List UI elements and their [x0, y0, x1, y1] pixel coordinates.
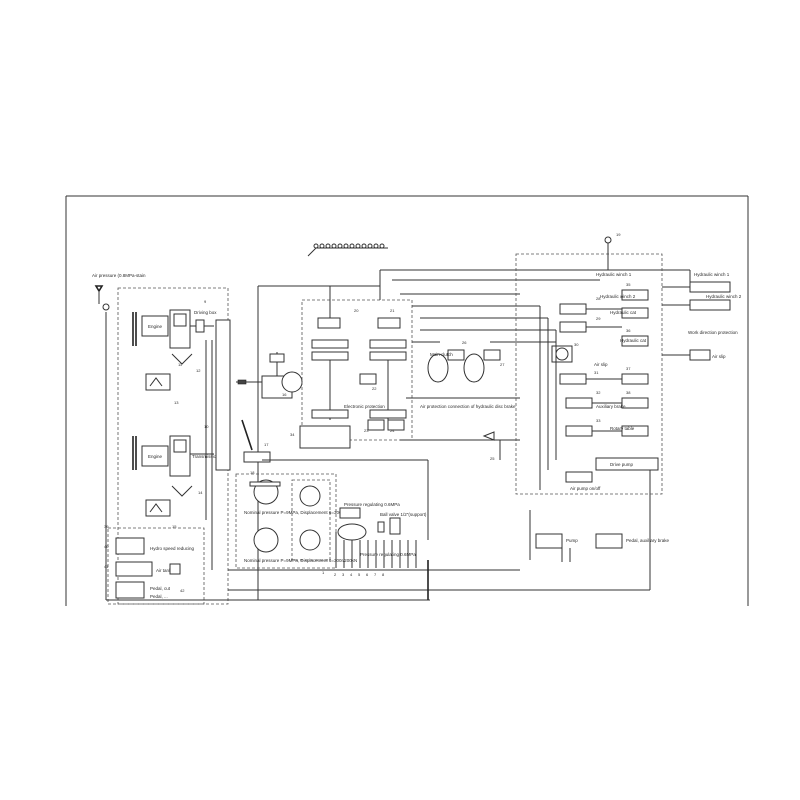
electronic-protection-label: Electronic protection: [344, 404, 385, 409]
tag-13: 13: [174, 400, 179, 405]
air-pump-on-label: Air pump on/off: [570, 486, 601, 491]
tag-32: 32: [596, 390, 601, 395]
hydraulic-winch-1-label: Hydraulic winch 1: [596, 272, 632, 277]
air-source: Air pressure (0.8MPa-stain: [92, 273, 146, 311]
clutch-cylinders: Main clutch 26 27: [427, 340, 505, 383]
tag-42: 42: [180, 588, 185, 593]
engine-cabinet: Engine Driving box 9 11 12 13 Engine Tra…: [117, 287, 231, 605]
tag-14: 14: [198, 490, 203, 495]
tag-30: 30: [574, 342, 579, 347]
tag-5: 5: [358, 572, 361, 577]
pump-station: Nominal pressure P=9MPa, Displacement 6=…: [235, 473, 357, 569]
tag-15: 15: [172, 524, 177, 529]
tag-9: 9: [204, 299, 207, 304]
upper-manifold: [262, 269, 690, 540]
tag-3: 3: [342, 572, 345, 577]
tag-11: 11: [178, 362, 183, 367]
pedal-2-label: Pedal, ...: [150, 594, 168, 599]
gauge-and-pedals: 25 Pump Pedal, auxiliary brake: [482, 431, 670, 562]
pressure-reg-bottom-label: Pressure regulating 0.6MPa: [360, 552, 416, 557]
tag-1: 1: [322, 570, 325, 575]
engine-2-box: [141, 445, 169, 467]
hydraulic-winch-2-label: Hydraulic winch 2: [600, 294, 636, 299]
tag-25: 25: [490, 456, 495, 461]
tag-2: 2: [334, 572, 337, 577]
engine-1-box: [141, 315, 169, 337]
tag-4: 4: [350, 572, 353, 577]
hydro-speed-group: Hydro speed reducing 39 40 Air tank 41 P…: [104, 524, 205, 605]
work-direction-label: Work direction protection: [688, 330, 738, 335]
tag-38: 38: [626, 390, 631, 395]
right-control-panel: 19 28 29 30 31 32 33 35 36 37 38 Hydraul…: [515, 232, 663, 495]
drawing-frame: [65, 195, 749, 606]
pump-1-label: Nominal pressure P=9MPa, Displacement 6=…: [244, 510, 357, 515]
tag-18: 18: [250, 470, 255, 475]
hydraulic-cat-1-label: Hydraulic cat: [610, 310, 637, 315]
air-tank-label: Air tank: [156, 568, 172, 573]
tag-28: 28: [596, 296, 601, 301]
tag-24: 24: [390, 428, 395, 433]
tag-17: 17: [264, 442, 269, 447]
tag-27: 27: [500, 362, 505, 367]
protection-connection-label: Air protection connection of hydraulic d…: [420, 404, 516, 409]
tag-8: 8: [382, 572, 385, 577]
tag-26: 26: [462, 340, 467, 345]
air-slip-right-label: Air slip: [712, 354, 726, 359]
hydraulic-cat-2-label: Hydraulic cat: [620, 338, 647, 343]
pump-2-label: Nominal pressure P=9MPa, Displacement 6=…: [244, 558, 357, 563]
tag-6: 6: [366, 572, 369, 577]
tag-37: 37: [626, 366, 631, 371]
hydro-speed-label: Hydro speed reducing: [150, 546, 195, 551]
ball-valve-label: Ball valve 1/2"(support): [380, 512, 427, 517]
tag-22: 22: [372, 386, 377, 391]
tag-23: 23: [364, 428, 369, 433]
actuators-right: Hydraulic winch 1 Hydraulic winch 2 Work…: [662, 270, 742, 361]
tag-36: 36: [626, 328, 631, 333]
tag-29: 29: [596, 316, 601, 321]
gearbox: 16: [236, 352, 303, 399]
hydraulic-winch-2-right-label: Hydraulic winch 2: [706, 294, 742, 299]
driving-box-label: Driving box: [194, 310, 217, 315]
hydraulic-winch-1-right-label: Hydraulic winch 1: [694, 272, 730, 277]
engine-1-label: Engine: [148, 324, 163, 329]
clutch-label: Main clutch: [430, 352, 453, 357]
pedal-1-label: Pedal, cut: [150, 586, 171, 591]
pressure-regulation: Pressure regulating 0.6MPa Pressure regu…: [322, 502, 429, 600]
tag-34: 34: [290, 432, 295, 437]
tag-21: 21: [390, 308, 395, 313]
tag-10: 10: [204, 424, 209, 429]
auxiliary-brake-label: Auxiliary brake: [596, 404, 626, 409]
pressure-reg-top-label: Pressure regulating 0.6MPa: [344, 502, 400, 507]
tag-40: 40: [104, 544, 109, 549]
air-source-label: Air pressure (0.8MPa-stain: [92, 273, 146, 278]
tag-16: 16: [282, 392, 287, 397]
pedal-aux-label: Pedal, auxiliary brake: [626, 538, 670, 543]
tag-33: 33: [596, 418, 601, 423]
tag-12: 12: [196, 368, 201, 373]
pipelines-left: [105, 285, 651, 601]
engine-2-label: Engine: [148, 454, 163, 459]
disc-brake-center: Electronic protection Air protection con…: [290, 299, 516, 449]
lever-valve: 17 18: [241, 419, 271, 475]
pump-small-label: Pump: [566, 538, 578, 543]
drive-pump-label: Drive pump: [610, 462, 634, 467]
tag-7: 7: [374, 572, 377, 577]
air-slip-label: Air slip: [594, 362, 608, 367]
tag-41: 41: [104, 564, 109, 569]
tag-39: 39: [104, 524, 109, 529]
tag-index-mark: [307, 243, 388, 257]
rotary-table-label: Rotary table: [610, 426, 635, 431]
tag-19: 19: [616, 232, 621, 237]
tag-35: 35: [626, 282, 631, 287]
tag-20: 20: [354, 308, 359, 313]
tag-31: 31: [594, 370, 599, 375]
